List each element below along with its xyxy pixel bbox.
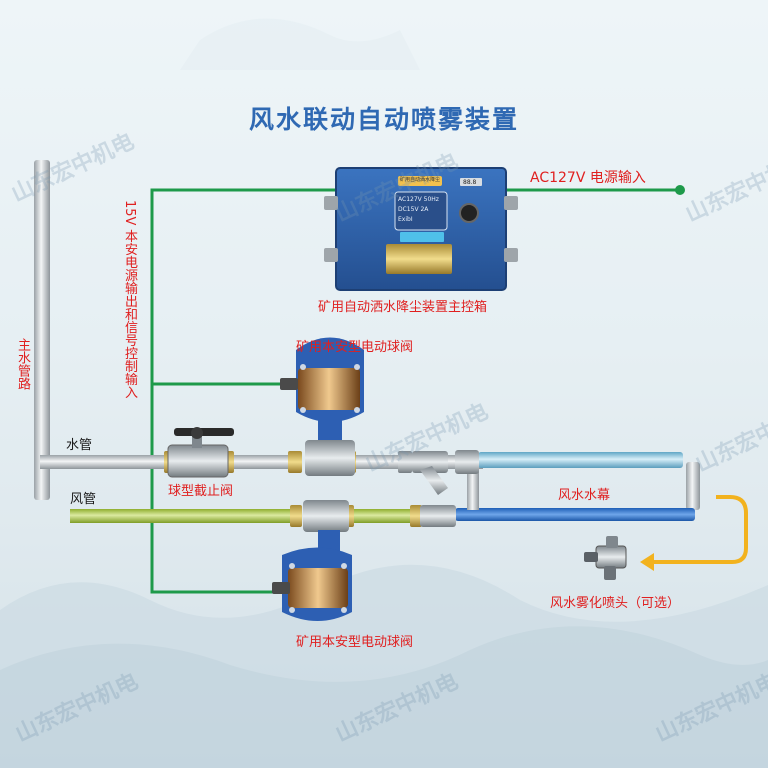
power-input-terminal xyxy=(675,185,685,195)
water-hose xyxy=(478,452,683,468)
box-spec-3: ExibI xyxy=(398,216,413,223)
curtain-label: 风水水幕 xyxy=(558,484,610,503)
box-spec-2: DC15V 2A xyxy=(398,206,428,213)
tee-riser xyxy=(467,470,479,510)
signal-line-label: 15V 本安电源输出和信号控制输入 xyxy=(122,200,136,399)
air-pipe xyxy=(70,509,295,523)
box-header-text: 矿用自动洒水降尘 xyxy=(398,176,442,183)
valve-bottom-label: 矿用本安型电动球阀 xyxy=(296,631,413,650)
water-pipe xyxy=(40,455,170,469)
main-water-pipe xyxy=(34,160,50,500)
air-hose xyxy=(455,508,695,521)
box-spec-1: AC127V 50Hz xyxy=(398,196,439,203)
box-display-text: 88.8 xyxy=(463,179,476,186)
box-display xyxy=(400,232,444,242)
atomizing-nozzle xyxy=(584,536,626,580)
power-input-label: AC127V 电源输入 xyxy=(530,167,646,187)
nozzle-label: 风水雾化喷头（可选） xyxy=(550,592,680,611)
air-pipe-label: 风管 xyxy=(70,488,96,507)
page-title: 风水联动自动喷雾装置 xyxy=(0,100,768,136)
main-pipe-label: 主水管路 xyxy=(15,338,29,390)
control-knob xyxy=(460,204,478,222)
valve-top-label: 矿用本安型电动球阀 xyxy=(296,336,413,355)
main-box-label: 矿用自动洒水降尘装置主控箱 xyxy=(318,296,487,315)
nameplate xyxy=(386,244,452,274)
water-pipe-label: 水管 xyxy=(66,434,92,453)
ball-valve-label: 球型截止阀 xyxy=(168,480,233,499)
ball-valve xyxy=(168,427,234,477)
